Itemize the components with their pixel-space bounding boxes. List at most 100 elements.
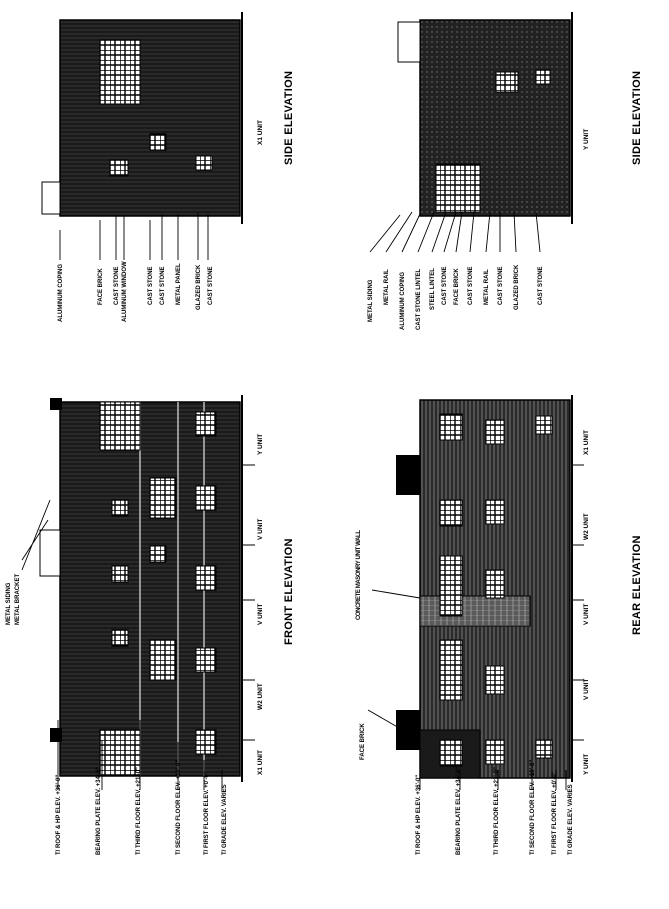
callout-leaders <box>369 211 541 253</box>
rear-window <box>485 739 505 765</box>
callout-glazed-brick: GLAZED BRICK <box>196 264 202 310</box>
rear-side-window <box>535 69 551 85</box>
level-label-grade: T/ GRADE ELEV. VARIES <box>222 784 228 855</box>
rear-level-labels: T/ ROOF & HP ELEV. +36'-0" BEARING PLATE… <box>416 760 574 855</box>
front-elevation-title: FRONT ELEVATION <box>283 538 295 645</box>
front-side-facade <box>59 19 241 217</box>
front-side-window <box>109 159 129 177</box>
callout-cast-stone: CAST STONE <box>538 266 544 305</box>
callout-metal-siding: METAL SIDING <box>6 582 12 625</box>
front-roof-box <box>39 529 61 577</box>
rear-side-window <box>495 71 519 93</box>
unit-label: V UNIT <box>583 679 590 700</box>
callout-glazed-brick: GLAZED BRICK <box>514 264 520 310</box>
unit-label: Y UNIT <box>257 434 264 455</box>
front-parapet-bottom <box>50 728 62 742</box>
front-parapet-top <box>50 398 62 410</box>
callout-metal-bracket: METAL BRACKET <box>15 574 21 625</box>
callout-metal-rail: METAL RAIL <box>484 269 490 305</box>
level-label-grade: T/ GRADE ELEV. VARIES <box>568 784 574 855</box>
unit-label: W2 UNIT <box>583 513 590 540</box>
unit-label: V UNIT <box>583 604 590 625</box>
front-side-callouts: ALUMINUM COPING FACE BRICK CAST STONE AL… <box>58 212 214 322</box>
front-side-elevation-title: SIDE ELEVATION <box>283 71 295 165</box>
rear-window <box>485 419 505 445</box>
callout-aluminum-coping: ALUMINUM COPING <box>58 264 64 322</box>
level-label-bearing-plate: BEARING PLATE ELEV. +34'-6" <box>456 766 462 855</box>
callout-metal-rail: METAL RAIL <box>384 269 390 305</box>
callout-cast-stone: CAST STONE <box>208 266 214 305</box>
rear-window <box>535 739 553 759</box>
front-side-window <box>149 133 167 151</box>
callout-cast-stone: CAST STONE <box>468 266 474 305</box>
rear-window <box>439 499 463 527</box>
rear-window <box>439 555 463 617</box>
rear-roof-box <box>396 710 420 750</box>
rear-unit-dividers <box>572 464 584 741</box>
rear-unit-labels: Y UNIT V UNIT V UNIT W2 UNIT X1 UNIT <box>583 430 590 775</box>
callout-face-brick: FACE BRICK <box>98 268 104 305</box>
callout-face-brick: FACE BRICK <box>454 268 460 305</box>
unit-label: X1 UNIT <box>257 120 264 145</box>
rear-level-leaders <box>419 770 567 790</box>
unit-label: Y UNIT <box>583 129 590 150</box>
front-window <box>195 565 217 591</box>
front-top-callouts: METAL SIDING METAL BRACKET <box>6 499 51 625</box>
callout-cast-stone: CAST STONE <box>498 266 504 305</box>
front-side-elevation <box>41 12 243 224</box>
front-side-window <box>99 39 141 105</box>
callout-cmu-wall: CONCRETE MASONRY UNIT WALL <box>356 530 362 620</box>
rear-window <box>485 499 505 525</box>
callout-leaders <box>367 589 421 741</box>
unit-label: W2 UNIT <box>257 683 264 710</box>
front-window <box>99 729 141 777</box>
callout-steel-lintel: STEEL LINTEL <box>430 268 436 310</box>
rear-side-elevation <box>397 12 573 224</box>
front-window <box>195 647 217 673</box>
front-unit-labels: X1 UNIT W2 UNIT V UNIT V UNIT Y UNIT <box>257 434 264 775</box>
callout-face-brick: FACE BRICK <box>360 723 366 760</box>
unit-label: X1 UNIT <box>583 430 590 455</box>
level-label-first-floor: T/ FIRST FLOOR ELEV. +0'-0" <box>552 771 558 855</box>
callout-aluminum-window: ALUMINUM WINDOW <box>122 261 128 322</box>
rear-side-elevation-title: SIDE ELEVATION <box>631 71 643 165</box>
level-label-second-floor: T/ SECOND FLOOR ELEV. +10'-8" <box>176 760 182 855</box>
front-side-window <box>195 155 213 171</box>
rear-window <box>485 569 505 599</box>
front-side-roof-box <box>41 181 61 215</box>
rear-window <box>439 639 463 701</box>
level-label-second-floor: T/ SECOND FLOOR ELEV. +10'-8" <box>530 760 536 855</box>
callout-leaders <box>21 499 51 571</box>
front-window <box>111 629 129 647</box>
rear-window <box>485 665 505 695</box>
front-window <box>149 545 167 563</box>
front-window <box>111 499 129 517</box>
rear-side-window <box>435 163 481 213</box>
rear-window <box>439 739 463 767</box>
unit-label: V UNIT <box>257 519 264 540</box>
rear-cmu-wall <box>419 595 531 627</box>
front-level-leaders <box>57 720 223 790</box>
front-level-labels: T/ ROOF & HP ELEV. +36'-0" BEARING PLATE… <box>56 760 228 855</box>
front-window <box>99 401 141 451</box>
callout-leaders <box>59 212 209 260</box>
rear-top-callouts: FACE BRICK CONCRETE MASONRY UNIT WALL <box>356 530 421 760</box>
callout-metal-siding: METAL SIDING <box>368 279 374 322</box>
level-label-third-floor: T/ THIRD FLOOR ELEV. +21'-0" <box>136 767 142 855</box>
unit-label: Y UNIT <box>583 754 590 775</box>
level-label-third-floor: T/ THIRD FLOOR ELEV. +21'-0" <box>494 767 500 855</box>
rear-roof-box <box>396 455 420 495</box>
level-label-first-floor: T/ FIRST FLOOR ELEV. +0'-0" <box>204 771 210 855</box>
level-label-roof: T/ ROOF & HP ELEV. +36'-0" <box>56 775 62 855</box>
callout-cast-stone-lintel: CAST STONE LINTEL <box>416 268 422 330</box>
callout-cast-stone: CAST STONE <box>160 266 166 305</box>
front-elevation <box>39 395 255 790</box>
unit-label: V UNIT <box>257 604 264 625</box>
callout-aluminum-coping: ALUMINUM COPING <box>400 272 406 330</box>
rear-window <box>535 415 553 435</box>
rear-elevation-title: REAR ELEVATION <box>631 535 643 635</box>
rear-window <box>439 413 463 441</box>
front-window <box>195 485 217 511</box>
rear-elevation <box>396 395 584 790</box>
